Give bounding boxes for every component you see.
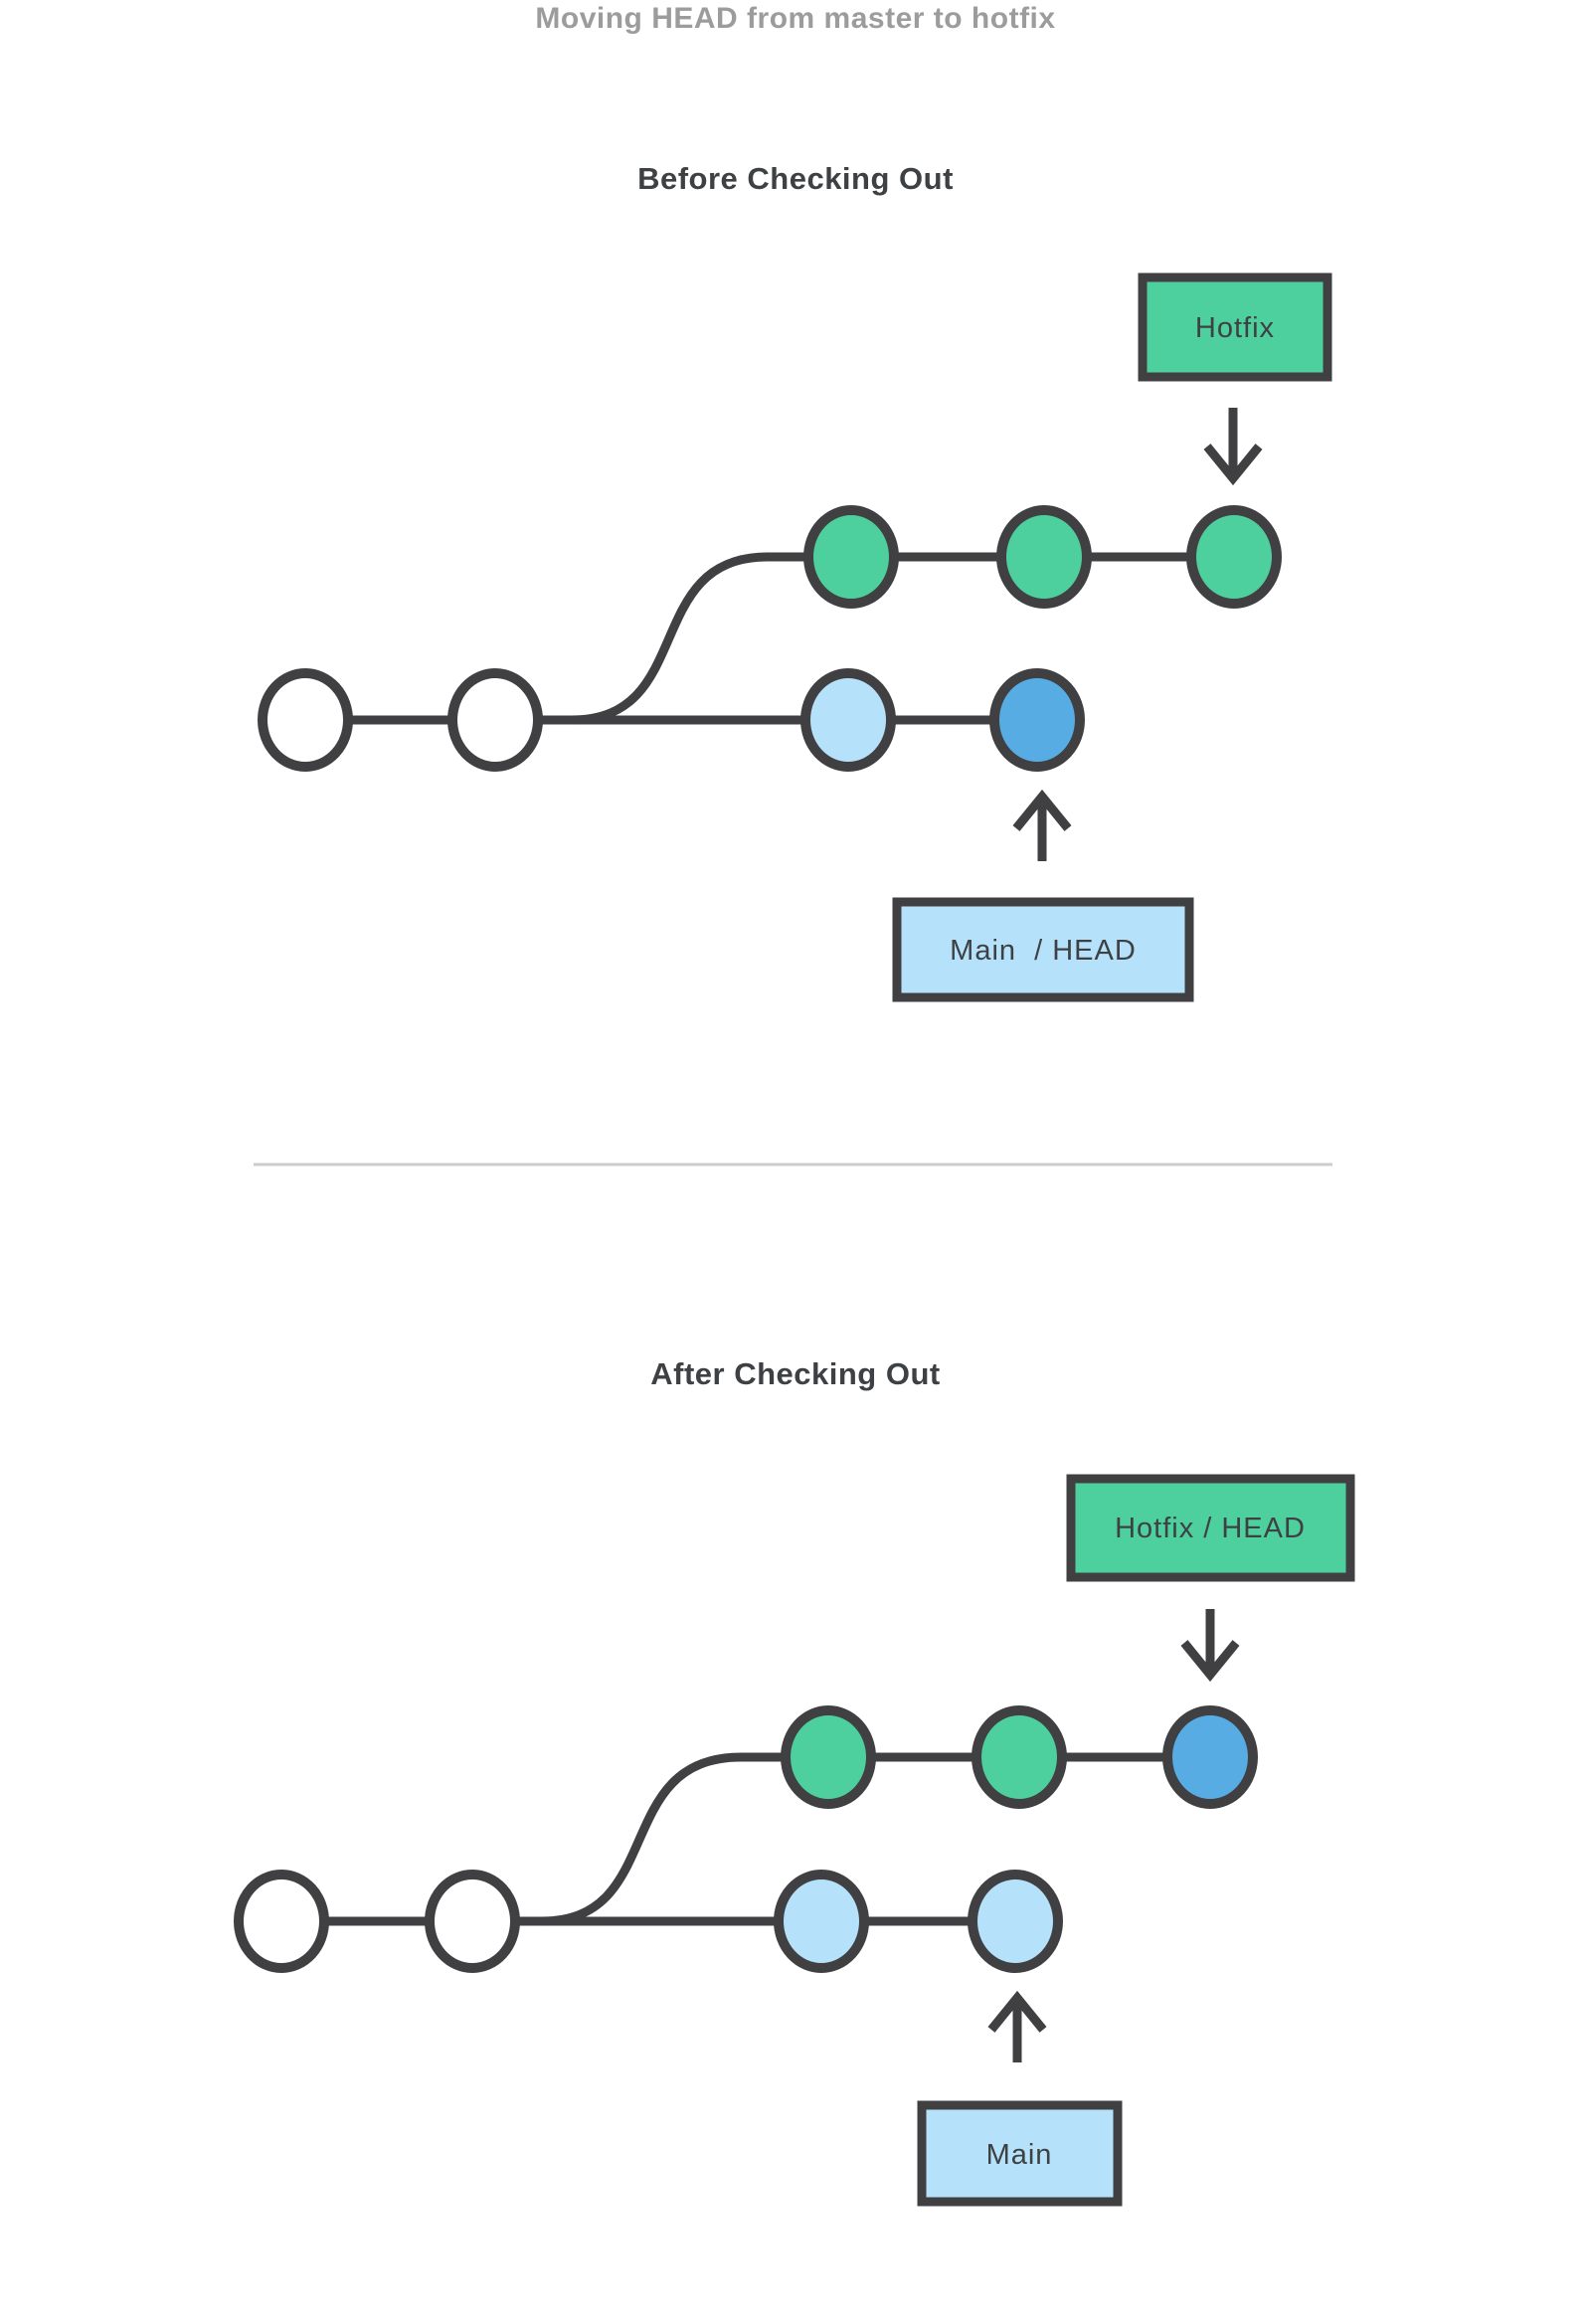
after-down-arrow-icon <box>1180 1609 1240 1683</box>
before-main-head-box-label: Main / HEAD <box>950 935 1137 967</box>
before-hotfix-box-label: Hotfix <box>1195 312 1275 344</box>
page-title: Moving HEAD from master to hotfix <box>535 2 1056 35</box>
before-hotfix-commit-1 <box>803 505 899 609</box>
before-main-commit-4-head <box>989 668 1085 772</box>
after-hotfix-head-box <box>1066 1474 1355 1582</box>
after-main-box-label: Main <box>986 2139 1053 2171</box>
after-main-box <box>917 2100 1123 2207</box>
after-hotfix-commit-2 <box>972 1705 1067 1809</box>
after-section-heading: After Checking Out <box>650 1356 941 1391</box>
before-main-head-box <box>892 897 1194 1002</box>
before-up-arrow-icon <box>1012 789 1072 861</box>
after-main-commit-2 <box>425 1870 520 1973</box>
before-down-arrow-icon <box>1203 408 1263 486</box>
after-branch-curve <box>541 1752 742 1926</box>
before-main-commit-1 <box>258 668 353 772</box>
before-branch-curve <box>571 552 769 725</box>
after-hotfix-head-box-label: Hotfix / HEAD <box>1115 1513 1306 1544</box>
after-hotfix-commit-1 <box>781 1705 876 1809</box>
after-main-commit-1 <box>234 1870 329 1973</box>
after-main-commit-4 <box>968 1870 1063 1973</box>
before-main-commit-3 <box>800 668 896 772</box>
before-diagram: Hotfix Main / HEAD <box>258 272 1332 1002</box>
after-diagram: Hotfix / HEAD Main <box>234 1474 1355 2207</box>
before-section-heading: Before Checking Out <box>637 161 954 196</box>
before-hotfix-commit-3 <box>1186 505 1282 609</box>
before-main-commit-2 <box>447 668 543 772</box>
after-up-arrow-icon <box>987 1990 1047 2062</box>
after-main-commit-3 <box>774 1870 869 1973</box>
before-hotfix-box <box>1138 272 1332 382</box>
after-hotfix-commit-3-head <box>1162 1705 1258 1809</box>
before-hotfix-commit-2 <box>996 505 1092 609</box>
